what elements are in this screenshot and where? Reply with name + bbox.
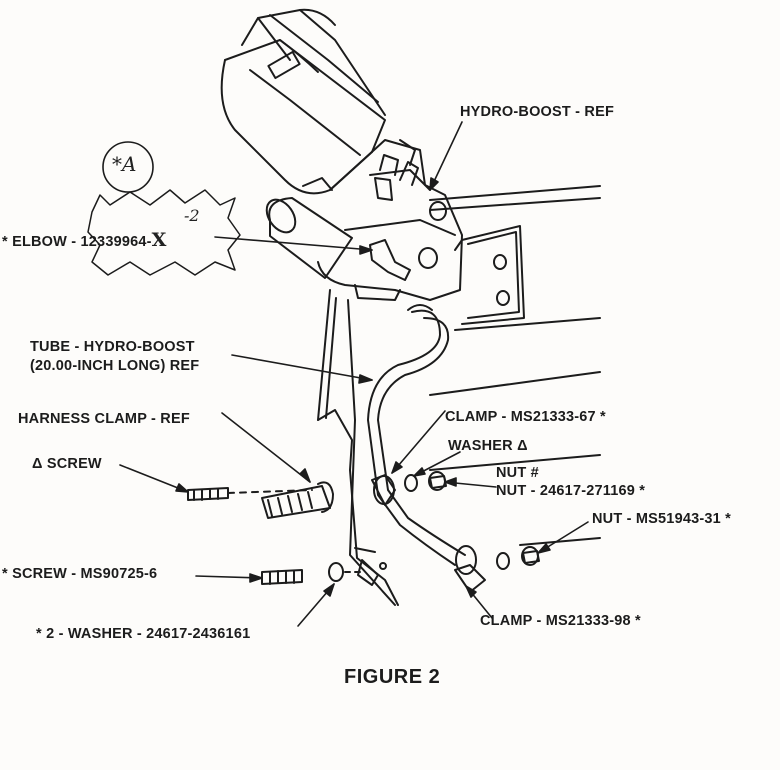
callout-mark: *A xyxy=(112,152,137,176)
clamp-67-label: CLAMP - MS21333-67 * xyxy=(445,409,606,425)
mounting-bracket xyxy=(455,226,524,324)
screw-delta-label: Δ SCREW xyxy=(32,456,102,472)
elbow-label: * ELBOW - 12339964-X xyxy=(2,229,167,251)
upper-fastener-stack xyxy=(372,472,446,505)
upper-screw xyxy=(188,488,312,500)
tube-label-line1: TUBE - HYDRO-BOOST xyxy=(30,339,195,355)
callout-circle xyxy=(103,142,153,192)
lower-screw xyxy=(262,563,362,584)
elbow-callout-splash xyxy=(88,190,240,275)
leader-lines xyxy=(120,122,588,626)
hydro-boost-tube xyxy=(368,305,465,565)
hydro-boost-unit xyxy=(222,10,462,300)
nut-ms51943-label: NUT - MS51943-31 * xyxy=(592,511,731,527)
nut-271169-label: NUT - 24617-271169 * xyxy=(496,483,646,499)
washer-2-label: * 2 - WASHER - 24617-2436161 xyxy=(36,626,251,642)
hydro-boost-label: HYDRO-BOOST - REF xyxy=(460,104,615,120)
elbow-revision-mark: -2 xyxy=(184,206,200,225)
tube-label-line2: (20.00-INCH LONG) REF xyxy=(30,358,200,374)
tube-label: TUBE - HYDRO-BOOST (20.00-INCH LONG) REF xyxy=(30,338,199,376)
figure-title: FIGURE 2 xyxy=(344,666,441,688)
plate-clip xyxy=(358,560,386,585)
washer-delta-label: WASHER Δ xyxy=(448,438,528,454)
frame-rails xyxy=(430,186,600,545)
harness-clamp xyxy=(262,482,333,518)
elbow-label-text: * ELBOW - 12339964- xyxy=(2,234,152,250)
harness-clamp-label: HARNESS CLAMP - REF xyxy=(18,411,190,427)
nut-hash-label: NUT # xyxy=(496,465,539,481)
frame-plate xyxy=(318,290,398,605)
screw-ms90725-label: * SCREW - MS90725-6 xyxy=(2,566,158,582)
lower-fastener-stack xyxy=(455,546,539,592)
clamp-98-label: CLAMP - MS21333-98 * xyxy=(480,613,641,629)
elbow-struck-suffix: X xyxy=(151,229,167,251)
